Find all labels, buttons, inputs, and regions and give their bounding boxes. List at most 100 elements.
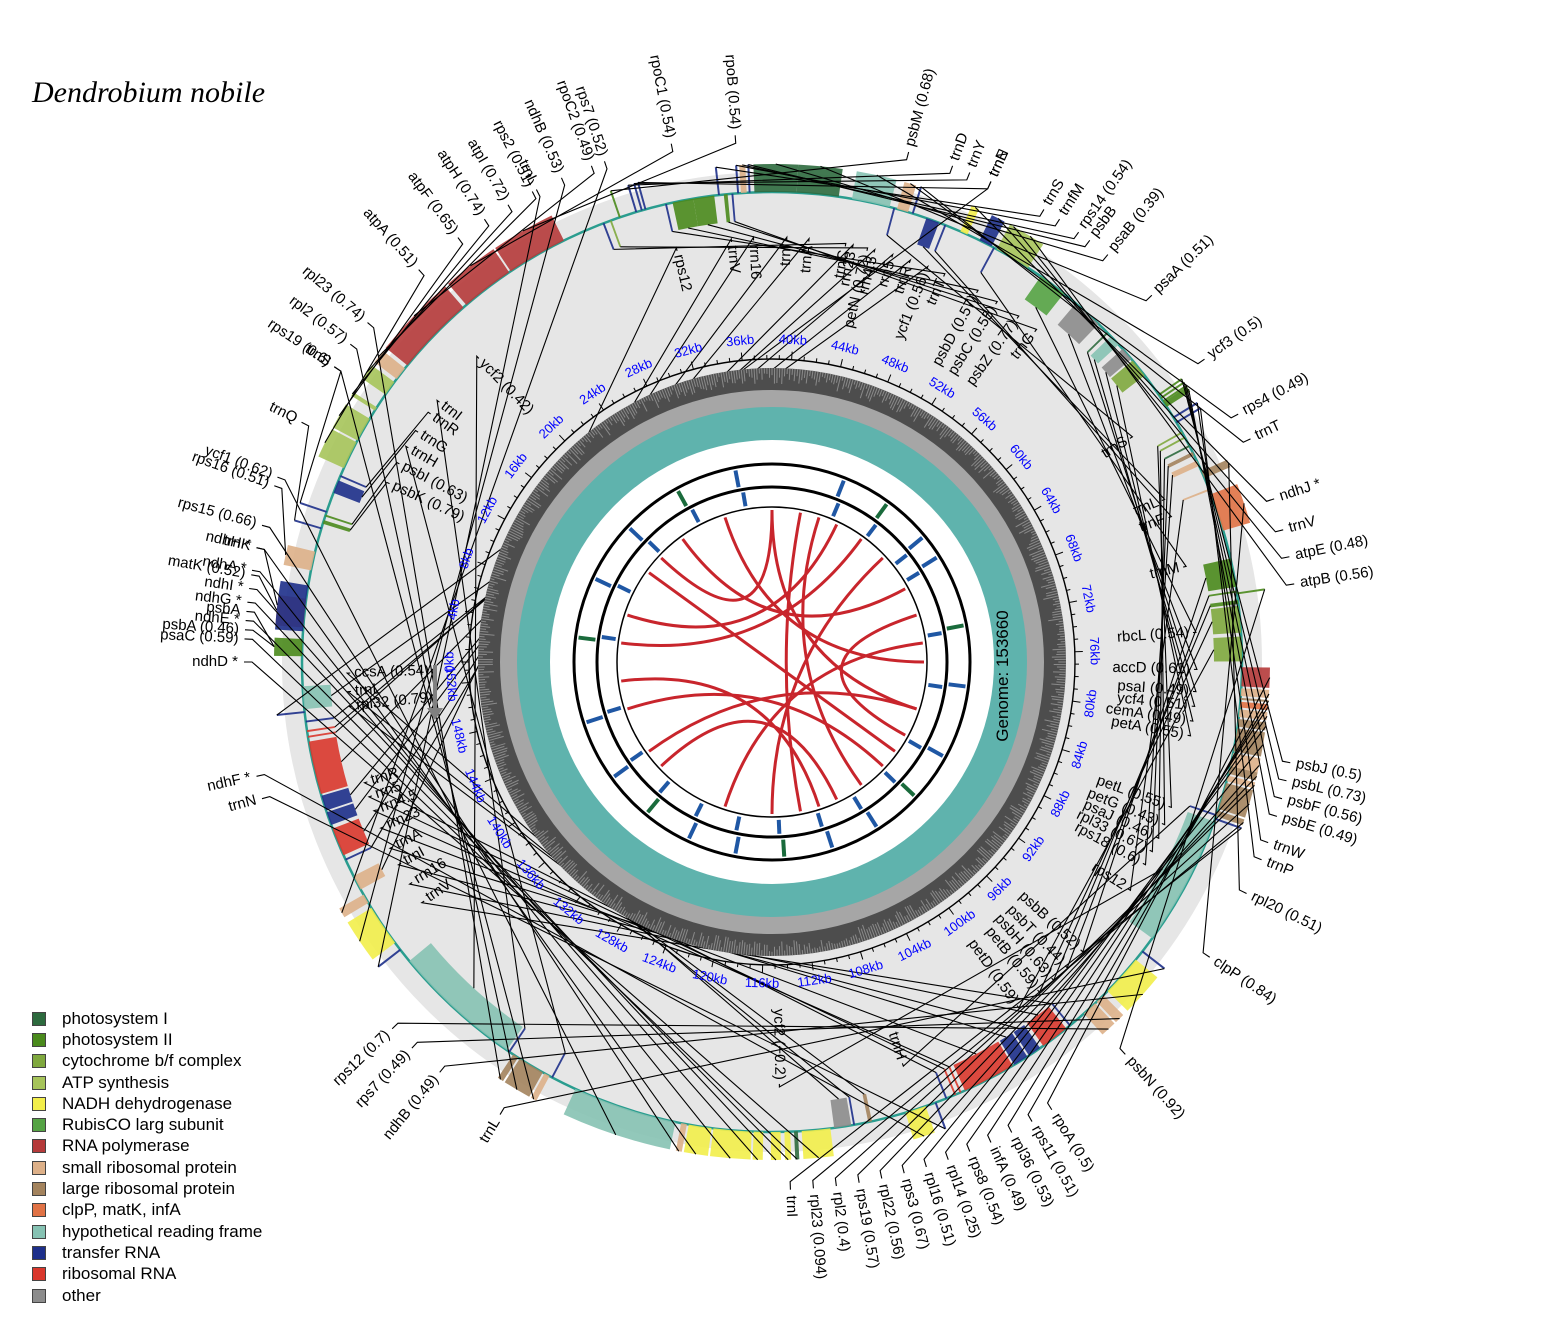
gc-bar [685, 380, 690, 390]
gene-block-99[interactable] [935, 1072, 948, 1099]
gene-block-21[interactable] [609, 190, 621, 218]
gene-block-103[interactable] [848, 1097, 856, 1125]
gene-block-50[interactable] [1090, 336, 1119, 364]
gene-block-18[interactable] [495, 215, 564, 272]
gene-label-1: psbA [206, 599, 242, 619]
gene-block-16[interactable] [385, 286, 464, 366]
gene-block-28[interactable] [723, 194, 731, 223]
gene-block-106[interactable] [793, 1131, 800, 1160]
gene-block-114[interactable] [551, 1052, 567, 1078]
gene-block-132[interactable] [302, 684, 333, 710]
gene-block-37[interactable] [897, 181, 917, 213]
gene-block-32[interactable] [735, 165, 740, 194]
gene-block-133[interactable] [276, 711, 305, 717]
gene-block-117[interactable] [497, 1054, 519, 1082]
gene-block-127[interactable] [321, 787, 353, 811]
gc-bar [949, 880, 958, 891]
gene-block-108[interactable] [770, 1131, 782, 1160]
gene-block-26[interactable] [672, 198, 698, 231]
gene-block-24[interactable] [636, 182, 647, 210]
gene-block-48[interactable] [1057, 303, 1099, 345]
gene-block-13[interactable] [351, 392, 377, 411]
gene-block-27[interactable] [693, 195, 718, 227]
gene-block-119[interactable] [409, 943, 523, 1051]
gene-block-123[interactable] [353, 863, 386, 890]
gene-block-121[interactable] [347, 907, 396, 960]
gene-block-6[interactable] [299, 501, 327, 513]
gene-block-120[interactable] [377, 948, 401, 968]
gene-block-0[interactable] [274, 637, 303, 657]
gene-block-73[interactable] [1241, 667, 1270, 688]
gene-block-118[interactable] [508, 1028, 526, 1053]
gene-block-53[interactable] [1158, 378, 1183, 396]
gene-block-63[interactable] [1171, 460, 1200, 478]
gene-block-74[interactable] [1240, 688, 1270, 699]
gene-block-51[interactable] [1101, 348, 1132, 378]
gene-block-65[interactable] [1182, 488, 1210, 501]
gene-block-23[interactable] [633, 183, 643, 211]
gene-block-25[interactable] [665, 203, 674, 232]
gc-bar [1026, 785, 1037, 792]
gene-block-77[interactable] [1238, 709, 1268, 721]
gene-block-109[interactable] [752, 1131, 764, 1160]
gene-block-19[interactable] [602, 222, 615, 250]
gene-block-54[interactable] [1160, 381, 1185, 399]
gene-block-10[interactable] [339, 475, 367, 488]
gene-block-104[interactable] [830, 1097, 852, 1128]
gene-block-22[interactable] [627, 184, 638, 213]
legend-label: RNA polymerase [62, 1136, 190, 1156]
gene-block-52[interactable] [1111, 360, 1145, 393]
leader-line-79 [923, 744, 1264, 1168]
gene-block-102[interactable] [862, 1093, 873, 1123]
gene-block-20[interactable] [609, 220, 622, 248]
gene-block-131[interactable] [305, 717, 334, 723]
gene-block-29[interactable] [731, 193, 736, 222]
gene-block-124[interactable] [345, 846, 372, 861]
gene-block-122[interactable] [339, 894, 369, 918]
gene-block-39[interactable] [886, 207, 896, 236]
gene-block-9[interactable] [333, 480, 365, 503]
gene-block-110[interactable] [709, 1128, 752, 1160]
gc-bar [498, 553, 512, 560]
gene-block-61[interactable] [1164, 445, 1190, 460]
gene-block-126[interactable] [326, 803, 358, 825]
gene-block-98[interactable] [943, 1068, 957, 1096]
gene-block-90[interactable] [1096, 995, 1124, 1023]
gene-block-130[interactable] [306, 726, 335, 733]
gene-block-68[interactable] [1236, 588, 1265, 595]
gene-block-72[interactable] [1213, 636, 1242, 662]
gc-bar [479, 630, 489, 633]
repeat-link [770, 509, 918, 711]
gene-block-41[interactable] [934, 224, 947, 252]
gene-block-129[interactable] [307, 731, 336, 738]
gene-block-60[interactable] [1159, 436, 1186, 452]
gene-block-115[interactable] [530, 1073, 550, 1101]
gene-block-81[interactable] [1228, 766, 1258, 781]
gene-block-58[interactable] [1175, 407, 1201, 424]
gc-bar [675, 383, 681, 395]
gene-block-100[interactable] [934, 1102, 947, 1130]
gene-block-3[interactable] [275, 580, 309, 632]
gene-block-8[interactable] [325, 514, 353, 526]
gene-block-101[interactable] [905, 1106, 935, 1140]
gene-block-105[interactable] [801, 1128, 834, 1160]
gene-block-30[interactable] [714, 167, 720, 196]
gc-bar [808, 943, 811, 954]
gene-block-46[interactable] [980, 247, 995, 273]
gene-block-111[interactable] [683, 1124, 712, 1156]
gene-block-88[interactable] [1141, 950, 1166, 970]
gene-block-17[interactable] [448, 249, 510, 305]
gene-block-116[interactable] [504, 1058, 543, 1097]
gene-block-7[interactable] [322, 520, 351, 533]
gene-block-113[interactable] [563, 1088, 676, 1150]
gc-bar [678, 383, 683, 393]
gene-block-128[interactable] [308, 736, 348, 794]
gene-block-107[interactable] [784, 1131, 792, 1160]
gene-block-4[interactable] [283, 544, 316, 571]
gene-block-11[interactable] [318, 429, 357, 469]
gene-block-62[interactable] [1167, 451, 1195, 468]
gene-block-112[interactable] [675, 1123, 687, 1152]
gene-block-56[interactable] [1163, 386, 1191, 407]
gene-block-55[interactable] [1162, 384, 1187, 403]
